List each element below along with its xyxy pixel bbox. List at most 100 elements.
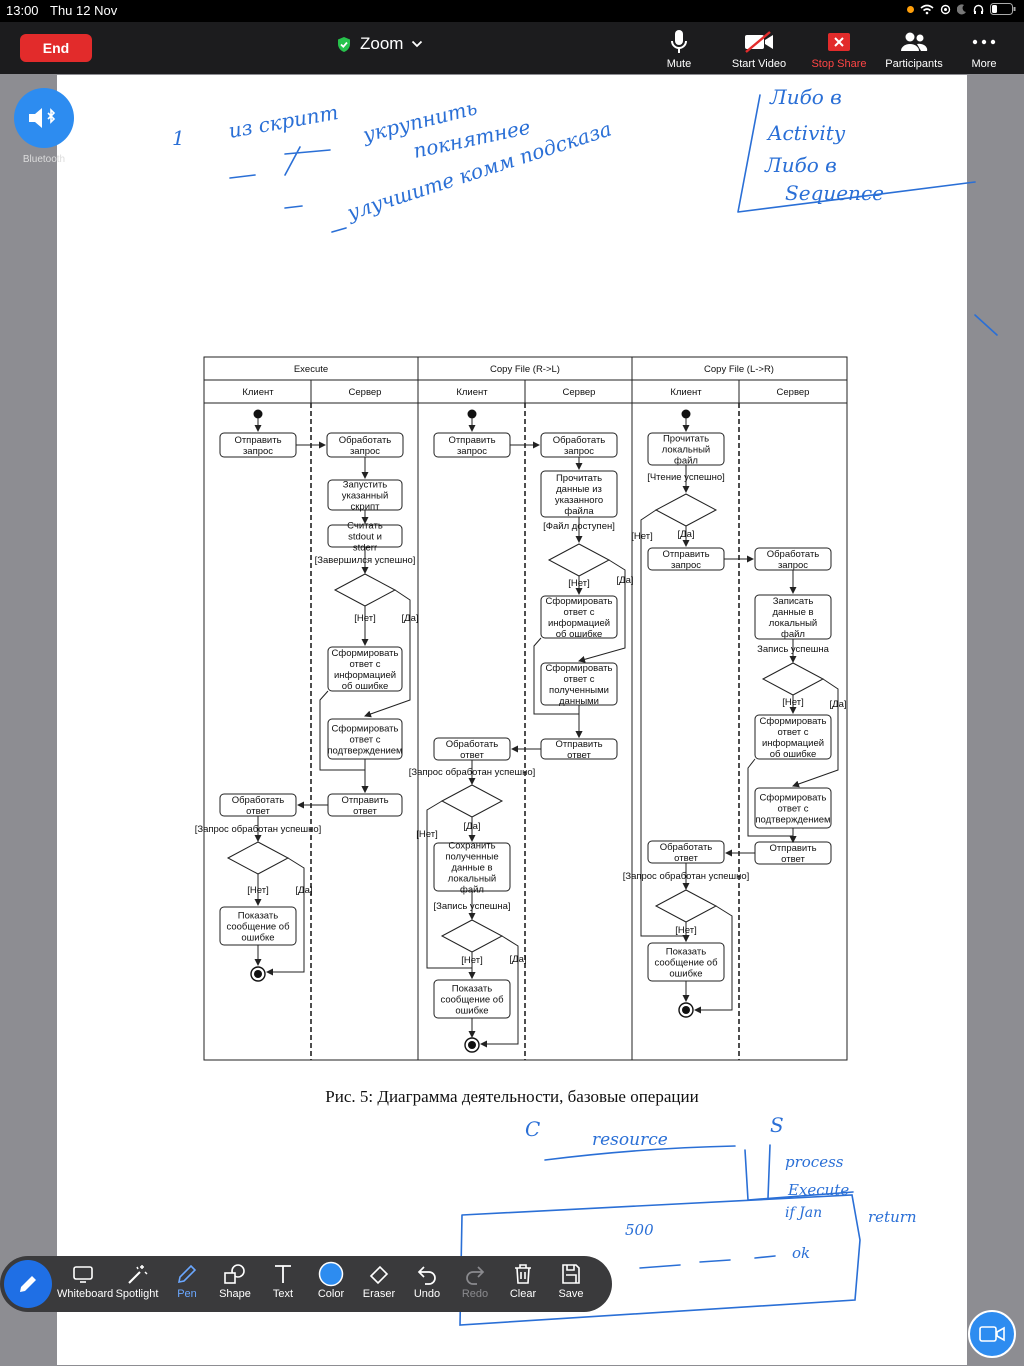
- stop-share-button[interactable]: Stop Share: [801, 28, 877, 70]
- more-button[interactable]: More: [946, 28, 1022, 70]
- audio-output-button[interactable]: [14, 88, 74, 148]
- tool-whiteboard[interactable]: Whiteboard: [57, 1260, 114, 1300]
- note-b-500: 500: [625, 1221, 654, 1239]
- lane-header: Клиент: [456, 387, 488, 398]
- guard-label: [Запрос обработан успешно]: [195, 824, 322, 835]
- note-tl-2: из скрипт: [227, 100, 340, 143]
- section-header: Copy File (R->L): [490, 364, 560, 375]
- eraser-icon: [369, 1265, 389, 1285]
- tool-text[interactable]: Text: [257, 1260, 309, 1300]
- wifi-icon: [920, 4, 934, 14]
- tool-color[interactable]: Color: [305, 1260, 357, 1300]
- date: Thu 12 Nov: [50, 3, 118, 18]
- participants-label: Participants: [885, 58, 943, 70]
- initial-node: [681, 409, 691, 419]
- color-icon: [318, 1261, 344, 1287]
- mute-button[interactable]: Mute: [641, 28, 717, 70]
- guard-label: [Да]: [617, 575, 634, 586]
- note-b-if: if Jan: [785, 1205, 822, 1221]
- camera-icon: [979, 1326, 1005, 1342]
- start-video-label: Start Video: [731, 58, 787, 70]
- guard-label: [Нет]: [461, 955, 482, 966]
- lane-header: Клиент: [242, 387, 274, 398]
- guard-label: [Нет]: [782, 697, 803, 708]
- status-icons: [907, 3, 1016, 15]
- initial-node: [467, 409, 477, 419]
- redo-icon: [466, 1266, 485, 1285]
- guard-label: [Нет]: [675, 925, 696, 936]
- meeting-title[interactable]: Zoom: [336, 34, 423, 54]
- guard-label: [Файл доступен]: [543, 521, 615, 532]
- decision-node: [440, 784, 504, 818]
- note-b-execute: Execute: [787, 1181, 849, 1199]
- recording-dot-icon: [907, 5, 914, 13]
- guard-label: [Чтение успешно]: [647, 472, 725, 483]
- guard-label: [Запрос обработан успешно]: [409, 767, 536, 778]
- lane-header: Сервер: [563, 387, 596, 398]
- camera-button[interactable]: [968, 1310, 1016, 1358]
- note-tl-1: 1: [172, 126, 185, 150]
- tool-save[interactable]: Save: [545, 1260, 597, 1300]
- guard-label: [Да]: [464, 821, 481, 832]
- participants-button[interactable]: Participants: [876, 28, 952, 70]
- headphones-icon: [973, 4, 984, 14]
- tool-pen[interactable]: Pen: [161, 1260, 213, 1300]
- guard-label: [Да]: [510, 954, 527, 965]
- tool-clear[interactable]: Clear: [497, 1260, 549, 1300]
- guard-label: [Нет]: [568, 578, 589, 589]
- guard-label: [Нет]: [247, 885, 268, 896]
- tool-pen-label: Pen: [177, 1288, 197, 1300]
- status-bar: 13:00 Thu 12 Nov: [0, 0, 1024, 22]
- flow-edge: [480, 935, 519, 1048]
- tool-eraser[interactable]: Eraser: [353, 1260, 405, 1300]
- tool-spotlight[interactable]: Spotlight: [111, 1260, 163, 1300]
- start-video-button[interactable]: Start Video: [721, 28, 797, 70]
- save-icon: [562, 1264, 580, 1284]
- note-tr-4: Sequence: [785, 181, 884, 205]
- more-icon: [972, 39, 996, 45]
- tool-whiteboard-label: Whiteboard: [57, 1288, 114, 1300]
- note-b-ok: ok: [792, 1244, 810, 1262]
- annotation-toolbar: Whiteboard Spotlight Pen Shape Text Colo…: [0, 1256, 612, 1312]
- speaker-bluetooth-icon: [29, 108, 56, 128]
- tool-text-label: Text: [272, 1288, 294, 1300]
- final-node-dot: [468, 1041, 476, 1049]
- flow-edge: [792, 678, 839, 788]
- tool-undo[interactable]: Undo: [401, 1260, 453, 1300]
- guard-label: [Запрос обработан успешно]: [623, 871, 750, 882]
- guard-label: [Да]: [296, 885, 313, 896]
- video-off-icon: [745, 31, 773, 53]
- tool-redo[interactable]: Redo: [449, 1260, 501, 1300]
- guard-label: [Запись успешна]: [433, 901, 510, 912]
- guard-label: [Нет]: [354, 613, 375, 624]
- tool-shape[interactable]: Shape: [209, 1260, 261, 1300]
- section-header: Copy File (L->R): [704, 364, 774, 375]
- whiteboard-icon: [73, 1266, 93, 1283]
- action-node: [754, 714, 832, 760]
- mute-label: Mute: [666, 58, 692, 70]
- stop-share-icon: [828, 33, 850, 51]
- battery-icon: [990, 3, 1016, 15]
- end-meeting-button[interactable]: End: [20, 34, 92, 62]
- annotate-toggle-button[interactable]: [4, 1260, 52, 1308]
- final-node-dot: [254, 970, 262, 978]
